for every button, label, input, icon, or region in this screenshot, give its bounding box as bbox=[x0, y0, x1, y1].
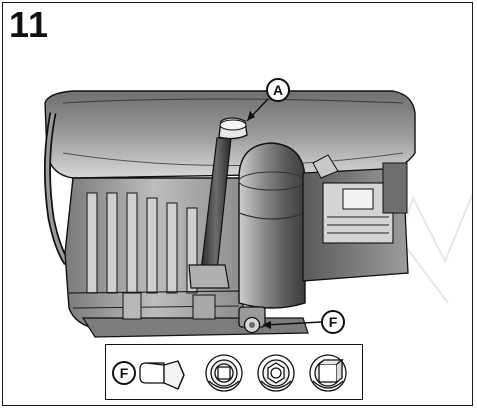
square-head-plug-icon bbox=[309, 354, 347, 392]
drain-plug-legend: F bbox=[105, 344, 363, 400]
drain-plug bbox=[238, 306, 266, 334]
callout-a: A bbox=[266, 78, 290, 102]
engine-illustration bbox=[43, 90, 472, 338]
square-socket-plug-icon bbox=[205, 354, 243, 392]
hex-socket-plug-icon bbox=[257, 354, 295, 392]
figure-panel: 11 bbox=[2, 2, 473, 406]
leader-line-f bbox=[264, 321, 322, 326]
plug-key-icon bbox=[139, 360, 185, 390]
legend-illustration bbox=[139, 354, 347, 392]
cooling-fins bbox=[86, 192, 198, 294]
legend-callout-f: F bbox=[112, 361, 136, 385]
step-number: 11 bbox=[9, 4, 50, 45]
oil-filter bbox=[238, 142, 306, 309]
callout-f: F bbox=[321, 310, 345, 334]
engine-base bbox=[81, 317, 309, 338]
